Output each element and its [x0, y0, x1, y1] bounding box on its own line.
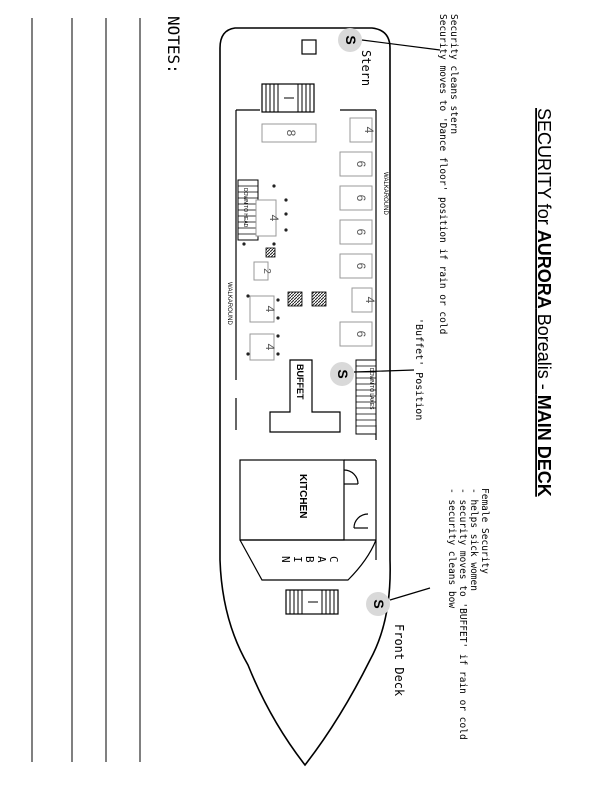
notes-lines: [31, 18, 141, 762]
table-t6-label: 4: [363, 297, 377, 304]
page-title: SECURITY for AURORA Borealis - MAIN DECK: [534, 108, 554, 497]
table-t4: [339, 219, 373, 245]
svg-text:- security moves to 'BUFFET' i: - security moves to 'BUFFET' if rain or …: [457, 488, 468, 740]
table-t1: [349, 117, 373, 143]
svg-text:C: C: [327, 556, 340, 563]
table-t11-label: 4: [263, 344, 277, 351]
table-t1-label: 4: [362, 127, 376, 134]
table-8-label: 8: [284, 130, 298, 137]
table-t3-label: 6: [354, 195, 368, 202]
buffet-counter: [269, 359, 341, 433]
svg-text:S: S: [335, 369, 351, 378]
stern-label: Stern: [359, 50, 373, 86]
security-marker-stern: S: [338, 28, 441, 52]
security-marker-buffet: S: [330, 362, 415, 386]
stern-notes: Security cleans stern Security moves to …: [437, 14, 459, 334]
table-t4-label: 6: [354, 229, 368, 236]
svg-text:Security moves to 'Dance floor: Security moves to 'Dance floor' position…: [437, 14, 448, 334]
table-t2: [339, 151, 373, 177]
walkaround-label-left: WALKAROUND: [226, 282, 232, 325]
table-8: [261, 123, 317, 143]
buffet-position-note: 'Buffet' Position: [413, 318, 424, 420]
pillars: [265, 247, 327, 307]
svg-text:I: I: [291, 556, 304, 563]
svg-text:N: N: [279, 556, 292, 563]
table-t10: [249, 295, 275, 323]
svg-text:- security cleans bow: - security cleans bow: [446, 488, 457, 608]
security-marker-front: S: [366, 587, 431, 616]
kitchen-label: KITCHEN: [297, 474, 308, 518]
table-t11: [249, 333, 275, 361]
front-stairs: [285, 589, 339, 615]
front-notes: Female Security - helps sick women - sec…: [446, 488, 490, 740]
table-t7: [339, 321, 373, 347]
svg-text:S: S: [343, 35, 359, 44]
down-to-lakes-label: DOWN TO LAKES: [368, 368, 374, 410]
svg-text:A: A: [315, 556, 328, 563]
table-t9-label: 2: [261, 268, 272, 274]
table-t3: [339, 185, 373, 211]
stern-hatch: [301, 39, 317, 55]
table-t5-label: 6: [354, 263, 368, 270]
deck-walls: [235, 109, 377, 581]
chairs: [242, 184, 288, 356]
stairs-down-to-head: DOWN TO HEAD: [237, 179, 259, 241]
svg-text:S: S: [371, 599, 387, 608]
table-t9: [253, 261, 269, 281]
table-t6: [351, 287, 373, 313]
stairs-down-to-lakes: DOWN TO LAKES: [355, 359, 377, 435]
down-to-head-label: DOWN TO HEAD: [242, 188, 248, 228]
table-t2-label: 6: [354, 161, 368, 168]
table-t10-label: 4: [263, 306, 277, 313]
buffet-label: BUFFET: [295, 364, 305, 400]
table-t8: [255, 199, 277, 237]
front-deck-label: Front Deck: [392, 624, 406, 697]
walkaround-label-right: WALKAROUND: [382, 172, 388, 215]
hull-outline: [219, 27, 391, 767]
svg-text:Female Security: Female Security: [479, 488, 490, 574]
stern-stairs: [261, 83, 315, 113]
svg-text:- helps sick women: - helps sick women: [468, 488, 479, 591]
table-t7-label: 6: [354, 331, 368, 338]
notes-label: NOTES:: [164, 16, 183, 74]
svg-text:Security cleans stern: Security cleans stern: [448, 14, 459, 134]
table-t8-label: 4: [267, 215, 281, 222]
cabin-label: C A B I N: [279, 556, 340, 563]
table-t5: [339, 253, 373, 279]
svg-text:B: B: [303, 556, 316, 563]
